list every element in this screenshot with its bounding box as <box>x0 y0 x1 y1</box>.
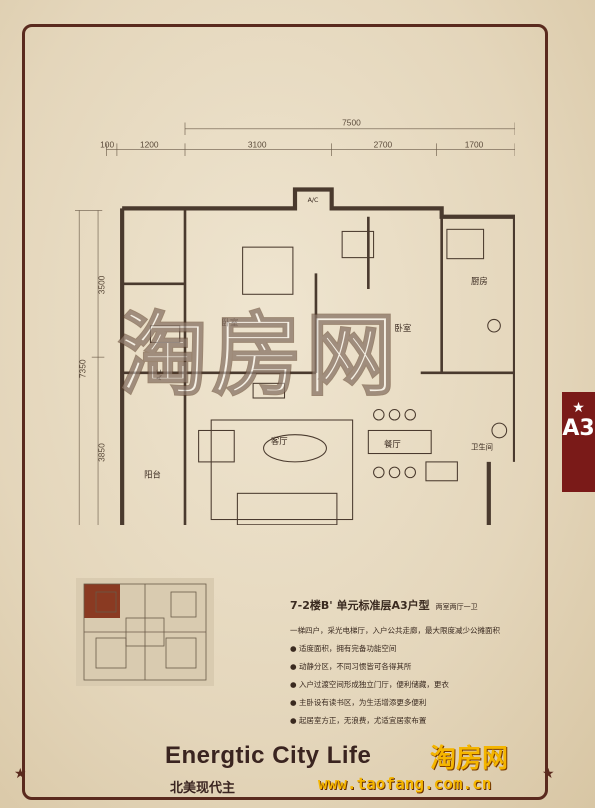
dim-top-total: 7500 <box>342 118 361 128</box>
slogan: Energtic City Life <box>165 742 372 769</box>
room-balcony: 阳台 <box>144 470 161 480</box>
room-dining: 餐厅 <box>384 439 401 449</box>
page-frame <box>22 24 548 800</box>
star-icon: ★ <box>572 400 585 416</box>
dim-left-lower: 3850 <box>96 443 106 462</box>
feature-item: ● 主卧设有读书区，为生活增添更多便利 <box>290 698 427 707</box>
key-plan <box>76 578 214 686</box>
dim-top-4: 2700 <box>374 140 393 150</box>
dim-left-total: 7350 <box>77 359 87 378</box>
unit-tab: ★ A3 <box>562 392 595 492</box>
room-bedroom-1: 卧室 <box>222 318 239 328</box>
unit-layout: 两室两厅一卫 <box>435 603 478 611</box>
feature-item: ● 动静分区，不同习惯皆可各得其所 <box>290 662 412 671</box>
room-ac-side: A/C <box>156 369 163 380</box>
room-living: 客厅 <box>271 436 288 446</box>
subtitle: 北美现代主 <box>170 781 236 796</box>
feature-item: ● 入户过渡空间形成独立门厅，便利储藏，更衣 <box>290 680 449 689</box>
dim-top-2: 1200 <box>140 140 159 150</box>
feature-item: ● 起居室方正，无浪费，尤适宜居家布置 <box>290 716 427 725</box>
center-watermark: 淘房网 <box>117 302 400 409</box>
unit-title-text: 7-2楼B' 单元标准层A3户型 <box>290 599 430 612</box>
dim-top-5: 1700 <box>465 140 484 150</box>
feature-list: 一梯四户，采光电梯厅，入户公共走廊，最大限度减少公摊面积 ● 适度面积，拥有完备… <box>290 622 500 730</box>
room-ac: A/C <box>308 197 319 204</box>
feature-item: ● 适度面积，拥有完备功能空间 <box>290 644 397 653</box>
feature-item: 一梯四户，采光电梯厅，入户公共走廊，最大限度减少公摊面积 <box>290 626 500 635</box>
unit-title: 7-2楼B' 单元标准层A3户型两室两厅一卫 <box>290 597 478 613</box>
floor-plan: 7500 100 1200 3100 2700 1700 7350 3500 3… <box>75 118 515 525</box>
watermark-url: www.taofang.com.cn <box>318 774 492 793</box>
star-icon: ★ <box>542 766 555 782</box>
dim-left-upper: 3500 <box>96 275 106 294</box>
room-bath: 卫生间 <box>471 442 493 451</box>
dim-top-1: 100 <box>100 140 114 150</box>
star-icon: ★ <box>14 766 27 782</box>
room-kitchen: 厨房 <box>471 276 488 286</box>
tab-label: A3 <box>562 416 595 441</box>
watermark-logo: 淘房网 <box>430 744 509 774</box>
dim-top-3: 3100 <box>248 140 267 150</box>
room-bedroom-2: 卧室 <box>395 323 412 333</box>
